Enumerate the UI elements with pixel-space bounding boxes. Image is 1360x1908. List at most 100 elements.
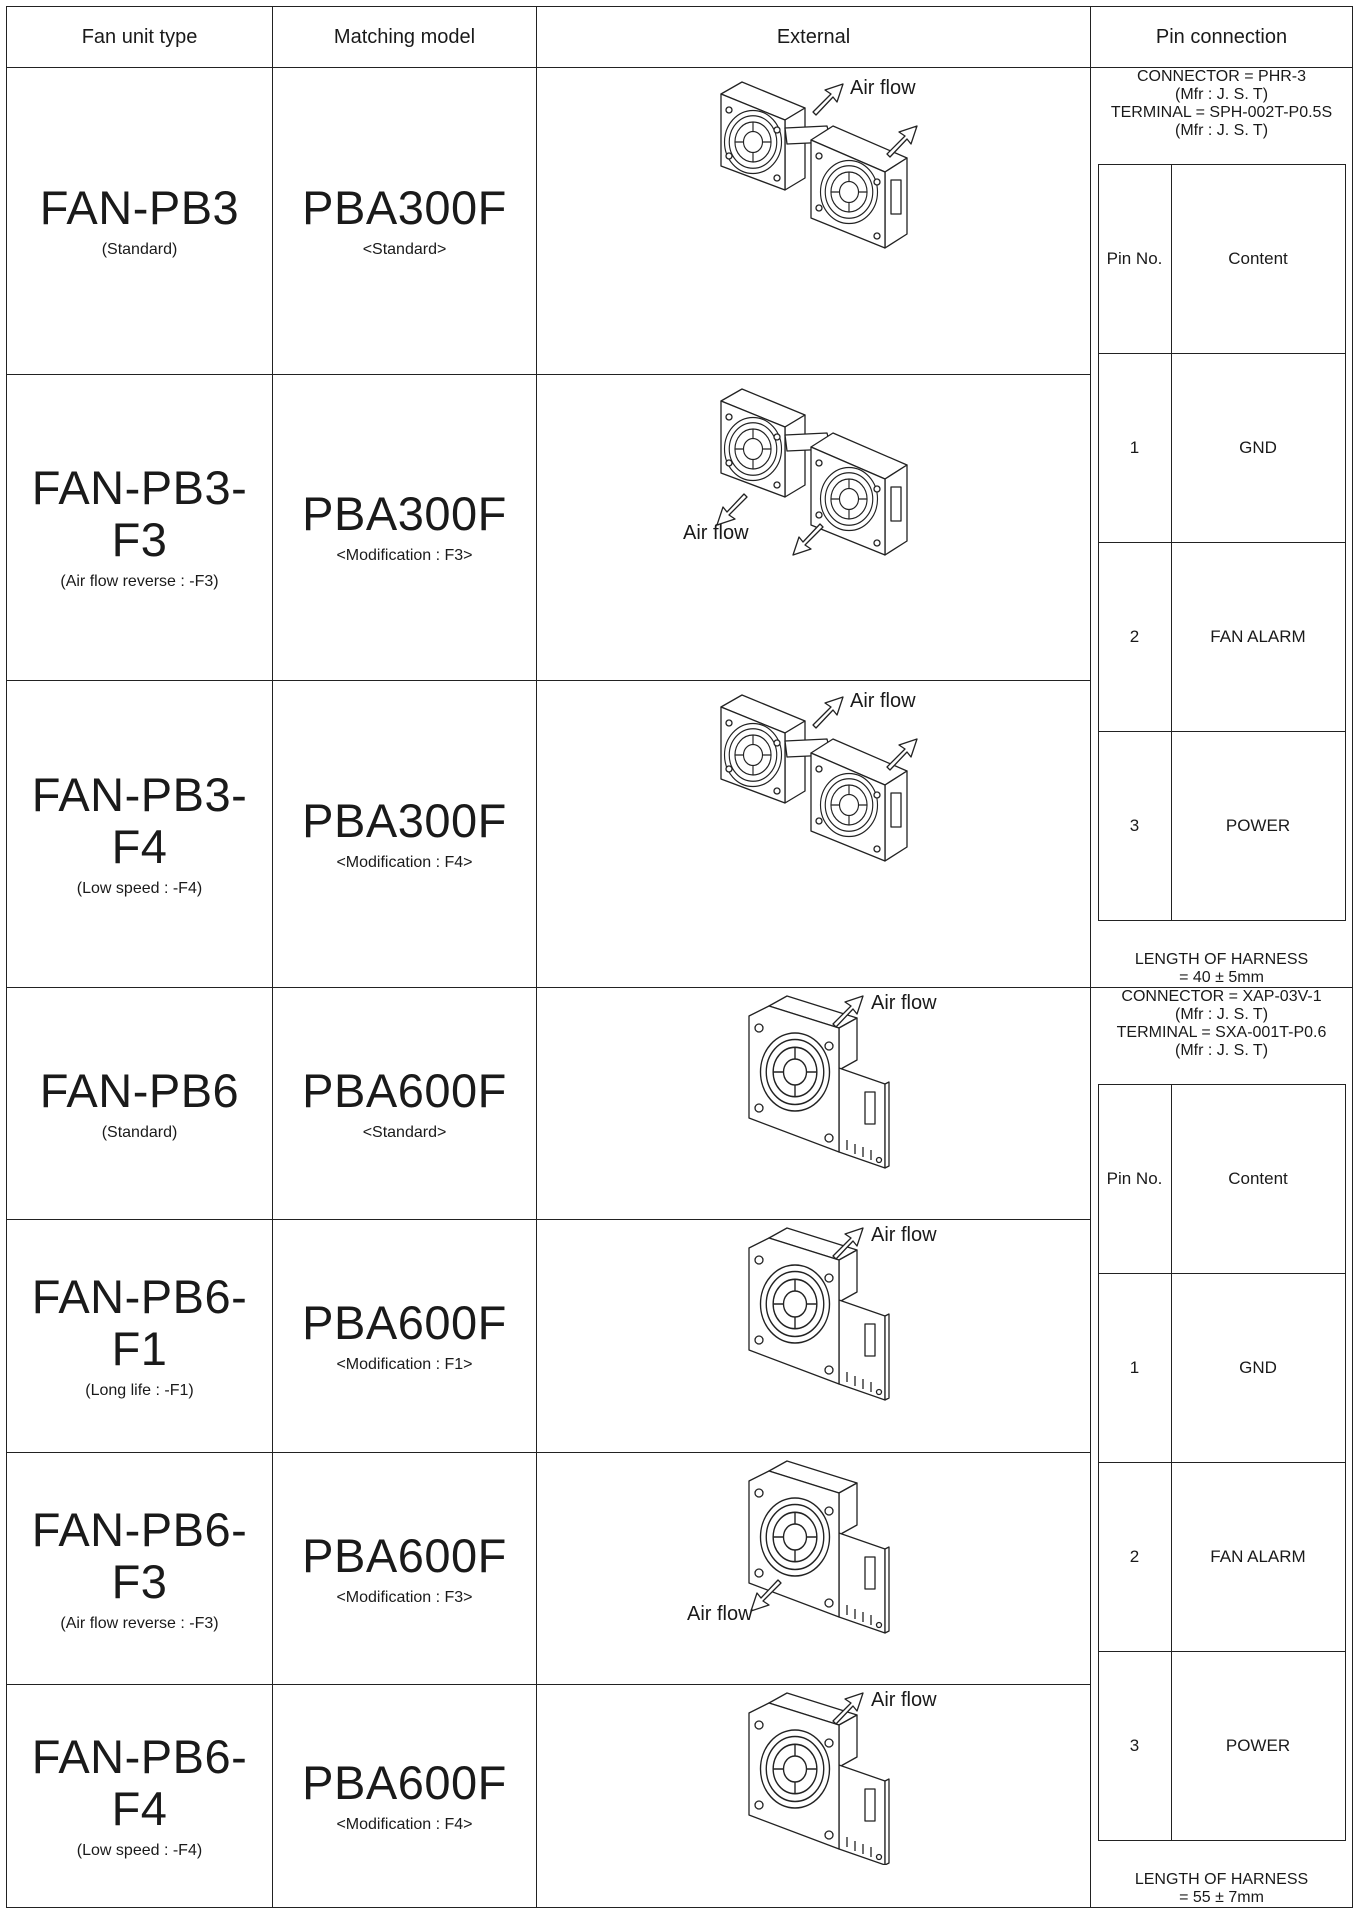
external-drawing-cell: Air flow — [536, 1219, 1091, 1453]
fan-unit-type-note: (Air flow reverse : -F3) — [60, 573, 219, 591]
matching-model-note: <Modification : F1> — [336, 1356, 473, 1374]
terminal-text: TERMINAL = SXA-001T-P0.6 — [1116, 1024, 1327, 1041]
connector-spec: CONNECTOR = PHR-3 (Mfr : J. S. T) TERMIN… — [1091, 68, 1352, 140]
fan-unit-type-cell: FAN-PB3-F3 (Air flow reverse : -F3) — [6, 373, 273, 682]
fan-unit-type-note: (Low speed : -F4) — [76, 880, 203, 898]
fan-unit-type-cell: FAN-PB6-F1 (Long life : -F1) — [6, 1219, 273, 1453]
table-row: FAN-PB3 (Standard) PBA300F <Standard> Ai… — [6, 67, 1353, 988]
fan-pb6-drawing — [537, 995, 1090, 1176]
pin-no-header: Pin No. — [1097, 164, 1172, 354]
fan-unit-type-note: (Low speed : -F4) — [76, 1842, 203, 1860]
matching-model-cell: PBA600F <Standard> — [272, 986, 537, 1221]
fan-unit-type-note: (Long life : -F1) — [85, 1382, 194, 1400]
header-external: External — [536, 6, 1091, 68]
fan-unit-type: FAN-PB3-F3 — [31, 461, 248, 567]
air-flow-label: Air flow — [871, 1224, 937, 1247]
connector-mfr: (Mfr : J. S. T) — [1174, 1006, 1269, 1023]
matching-model: PBA600F — [302, 1528, 507, 1582]
matching-model: PBA300F — [302, 794, 507, 848]
air-flow-label: Air flow — [871, 1689, 937, 1712]
fan-unit-type-cell: FAN-PB3 (Standard) — [6, 67, 273, 375]
header-row: Fan unit type Matching model External Pi… — [6, 6, 1353, 68]
terminal-text: TERMINAL = SPH-002T-P0.5S — [1110, 104, 1333, 121]
harness-label: LENGTH OF HARNESS — [1134, 951, 1309, 968]
connector-spec: CONNECTOR = XAP-03V-1 (Mfr : J. S. T) TE… — [1091, 988, 1352, 1060]
matching-model-note: <Standard> — [362, 1123, 447, 1141]
fan-unit-type-note: (Air flow reverse : -F3) — [60, 1614, 219, 1632]
pin-connection-cell: CONNECTOR = PHR-3 (Mfr : J. S. T) TERMIN… — [1090, 67, 1353, 988]
table-row: FAN-PB3-F4 (Low speed : -F4) PBA300F <Mo… — [6, 680, 1353, 988]
fan-unit-type-cell: FAN-PB6 (Standard) — [6, 986, 273, 1221]
connector-text: CONNECTOR = PHR-3 — [1136, 68, 1307, 85]
air-flow-label: Air flow — [871, 992, 937, 1014]
header-matching-model: Matching model — [272, 6, 537, 68]
harness-value: = 40 ± 5mm — [1179, 969, 1264, 986]
harness-length: LENGTH OF HARNESS = 55 ± 7mm — [1091, 1871, 1352, 1907]
fan-unit-type-note: (Standard) — [101, 1123, 178, 1141]
fan-pb3-drawing — [537, 68, 918, 256]
pin-no: 2 — [1097, 542, 1172, 732]
header-pin-connection: Pin connection — [1090, 6, 1353, 68]
matching-model: PBA600F — [302, 1756, 507, 1810]
fan-unit-table: Fan unit type Matching model External Pi… — [6, 6, 1353, 1908]
external-drawing-cell: Air flow — [536, 1684, 1091, 1908]
harness-length: LENGTH OF HARNESS = 40 ± 5mm — [1091, 951, 1352, 987]
pin-connection-cell: CONNECTOR = XAP-03V-1 (Mfr : J. S. T) TE… — [1090, 987, 1353, 1908]
fan-pb3-f4-drawing — [537, 681, 918, 869]
fan-unit-sheet: Fan unit type Matching model External Pi… — [6, 6, 1353, 1908]
fan-unit-type-cell: FAN-PB3-F4 (Low speed : -F4) — [6, 680, 273, 988]
fan-pb6-f1-drawing — [537, 1227, 1090, 1408]
harness-label: LENGTH OF HARNESS — [1134, 1871, 1309, 1888]
matching-model-cell: PBA600F <Modification : F1> — [272, 1219, 537, 1453]
terminal-mfr: (Mfr : J. S. T) — [1174, 1042, 1269, 1059]
pin-no: 1 — [1097, 1273, 1172, 1463]
pin-no: 1 — [1097, 353, 1172, 543]
fan-unit-type: FAN-PB3 — [39, 180, 240, 234]
connector-mfr: (Mfr : J. S. T) — [1174, 86, 1269, 103]
pin-content: GND — [1170, 353, 1346, 543]
fan-unit-type: FAN-PB6-F4 — [31, 1730, 248, 1836]
pin-content: POWER — [1170, 1651, 1346, 1841]
matching-model-note: <Modification : F3> — [336, 1588, 473, 1606]
pin-content: FAN ALARM — [1170, 542, 1346, 732]
fan-pb6-f3-drawing — [537, 1453, 1090, 1641]
matching-model-cell: PBA300F <Modification : F3> — [272, 373, 537, 682]
fan-unit-type-cell: FAN-PB6-F4 (Low speed : -F4) — [6, 1684, 273, 1908]
air-flow-label: Air flow — [850, 690, 916, 713]
pin-no: 2 — [1097, 1462, 1172, 1652]
pin-no: 3 — [1097, 731, 1172, 921]
fan-unit-type: FAN-PB6-F1 — [31, 1270, 248, 1376]
fan-unit-type: FAN-PB6 — [39, 1063, 240, 1117]
pin-content: POWER — [1170, 731, 1346, 921]
air-flow-label: Air flow — [683, 521, 749, 544]
fan-pb6-f4-drawing — [537, 1692, 1090, 1865]
table-row: FAN-PB6 (Standard) PBA600F <Standard> Ai… — [6, 986, 1353, 1908]
matching-model-note: <Modification : F3> — [336, 547, 473, 565]
pin-content: FAN ALARM — [1170, 1462, 1346, 1652]
matching-model-cell: PBA300F <Standard> — [272, 67, 537, 375]
pin-content: GND — [1170, 1273, 1346, 1463]
matching-model-cell: PBA600F <Modification : F3> — [272, 1451, 537, 1686]
external-drawing-cell: Air flow — [536, 1451, 1091, 1686]
connector-text: CONNECTOR = XAP-03V-1 — [1121, 988, 1322, 1005]
table-row: FAN-PB3-F3 (Air flow reverse : -F3) PBA3… — [6, 373, 1353, 682]
matching-model-cell: PBA300F <Modification : F4> — [272, 680, 537, 988]
matching-model-note: <Modification : F4> — [336, 854, 473, 872]
content-header: Content — [1170, 1084, 1346, 1274]
pin-no-header: Pin No. — [1097, 1084, 1172, 1274]
content-header: Content — [1170, 164, 1346, 354]
matching-model-note: <Modification : F4> — [336, 1816, 473, 1834]
air-flow-label: Air flow — [850, 77, 916, 99]
pin-table-header: Pin No. Content — [1097, 164, 1346, 354]
matching-model-note: <Standard> — [362, 240, 447, 258]
header-fan-unit-type: Fan unit type — [6, 6, 273, 68]
matching-model: PBA300F — [302, 180, 507, 234]
air-flow-label: Air flow — [687, 1602, 753, 1625]
